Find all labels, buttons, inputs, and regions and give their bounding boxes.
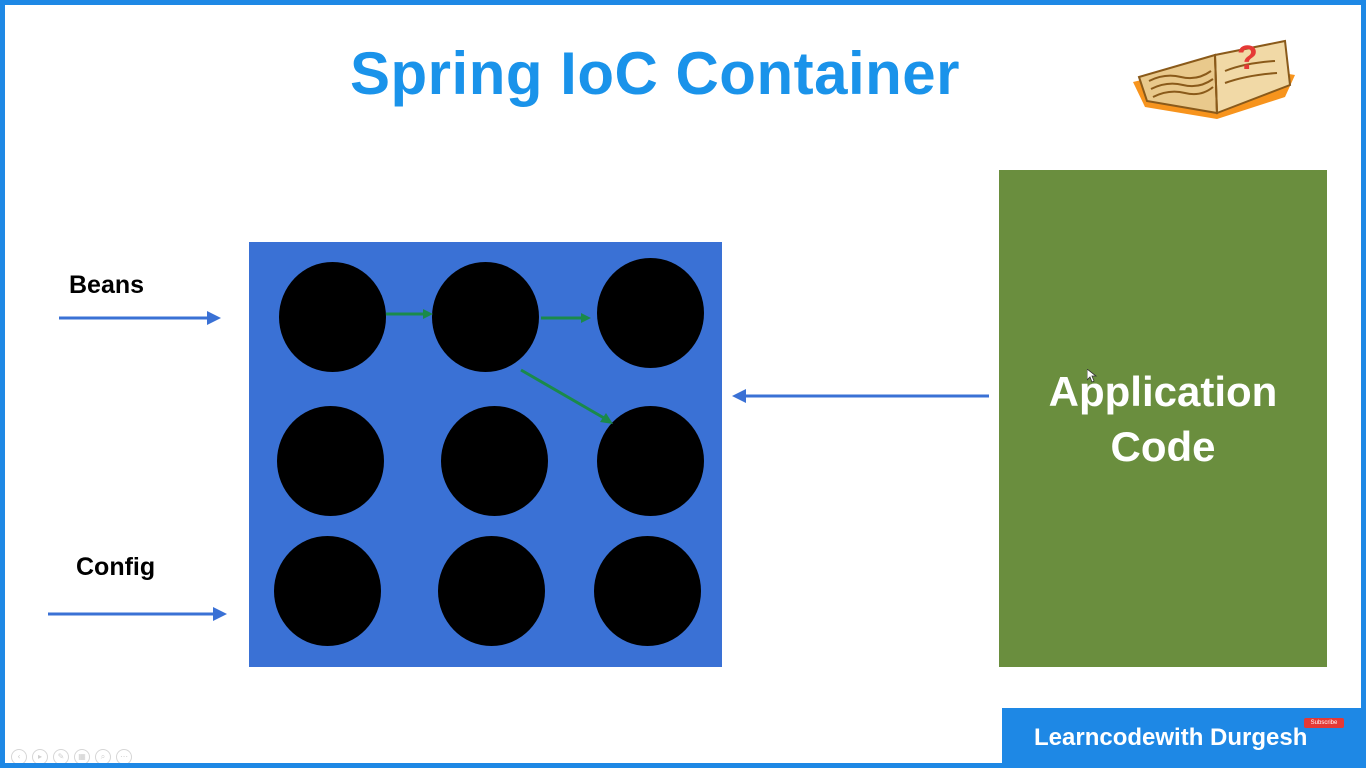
bean: [597, 258, 704, 368]
bean: [274, 536, 381, 646]
config-label: Config: [76, 553, 156, 581]
presentation-toolbar: ‹ ▸ ✎ ▦ ⌕ ⋯: [11, 749, 132, 763]
application-code-label: Application Code: [1049, 364, 1278, 474]
subscribe-button[interactable]: Subscribe: [1304, 718, 1344, 728]
beans-arrow: [59, 311, 221, 325]
ioc-container: [249, 242, 722, 667]
mouse-cursor-icon: [1087, 369, 1097, 383]
app-to-container-arrow: [732, 389, 989, 403]
book-question-icon: ?: [1133, 39, 1295, 119]
application-code-line1: Application: [1048, 367, 1278, 415]
channel-branding-bar: Learncodewith Durgesh Subscribe: [1002, 708, 1366, 768]
bean-dependency-arrows: [386, 309, 613, 424]
bean: [597, 406, 704, 516]
config-arrow: [48, 607, 227, 621]
zoom-icon[interactable]: ⌕: [95, 749, 111, 763]
bean: [279, 262, 386, 372]
beans-label: Beans: [69, 271, 145, 299]
bean: [277, 406, 384, 516]
bean: [594, 536, 701, 646]
channel-name: Learncodewith Durgesh: [1034, 724, 1308, 751]
bean: [432, 262, 539, 372]
application-code-box: Application Code: [999, 170, 1327, 667]
pen-icon[interactable]: ✎: [53, 749, 69, 763]
svg-text:?: ?: [1237, 39, 1258, 77]
bean: [441, 406, 548, 516]
previous-icon[interactable]: ‹: [11, 749, 27, 763]
play-icon[interactable]: ▸: [32, 749, 48, 763]
slide-title: Spring IoC Container: [350, 40, 960, 107]
more-icon[interactable]: ⋯: [116, 749, 132, 763]
slides-icon[interactable]: ▦: [74, 749, 90, 763]
bean: [438, 536, 545, 646]
application-code-line2: Code: [1110, 422, 1216, 470]
